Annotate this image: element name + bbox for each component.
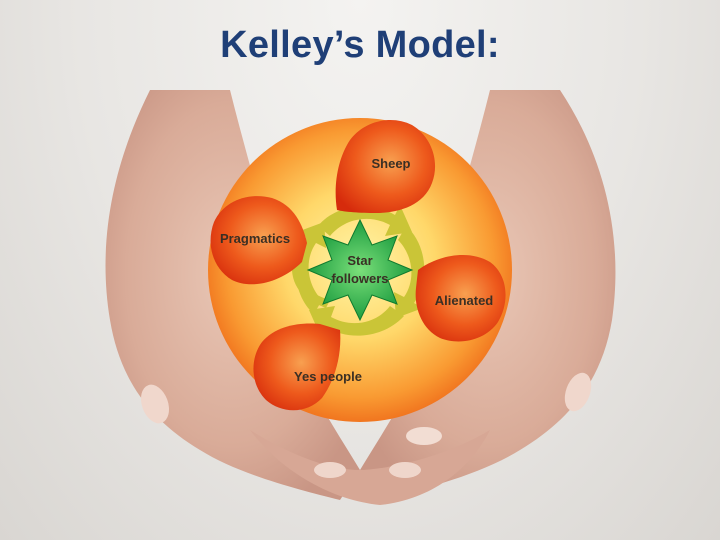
lobe-yes-people [253, 323, 341, 411]
lobe-label-yes-people: Yes people [294, 369, 362, 384]
center-label-line2: followers [331, 271, 388, 286]
slide-title: Kelley’s Model: [220, 24, 500, 66]
star-followers-shape [306, 218, 414, 322]
lobe-label-sheep: Sheep [371, 156, 410, 171]
center-label-line1: Star [347, 253, 372, 268]
lobe-pragmatics [210, 196, 307, 285]
lobe-label-pragmatics: Pragmatics [220, 231, 290, 246]
lobe-label-alienated: Alienated [435, 293, 494, 308]
lobe-alienated [415, 255, 506, 342]
lobe-sheep [335, 120, 436, 213]
